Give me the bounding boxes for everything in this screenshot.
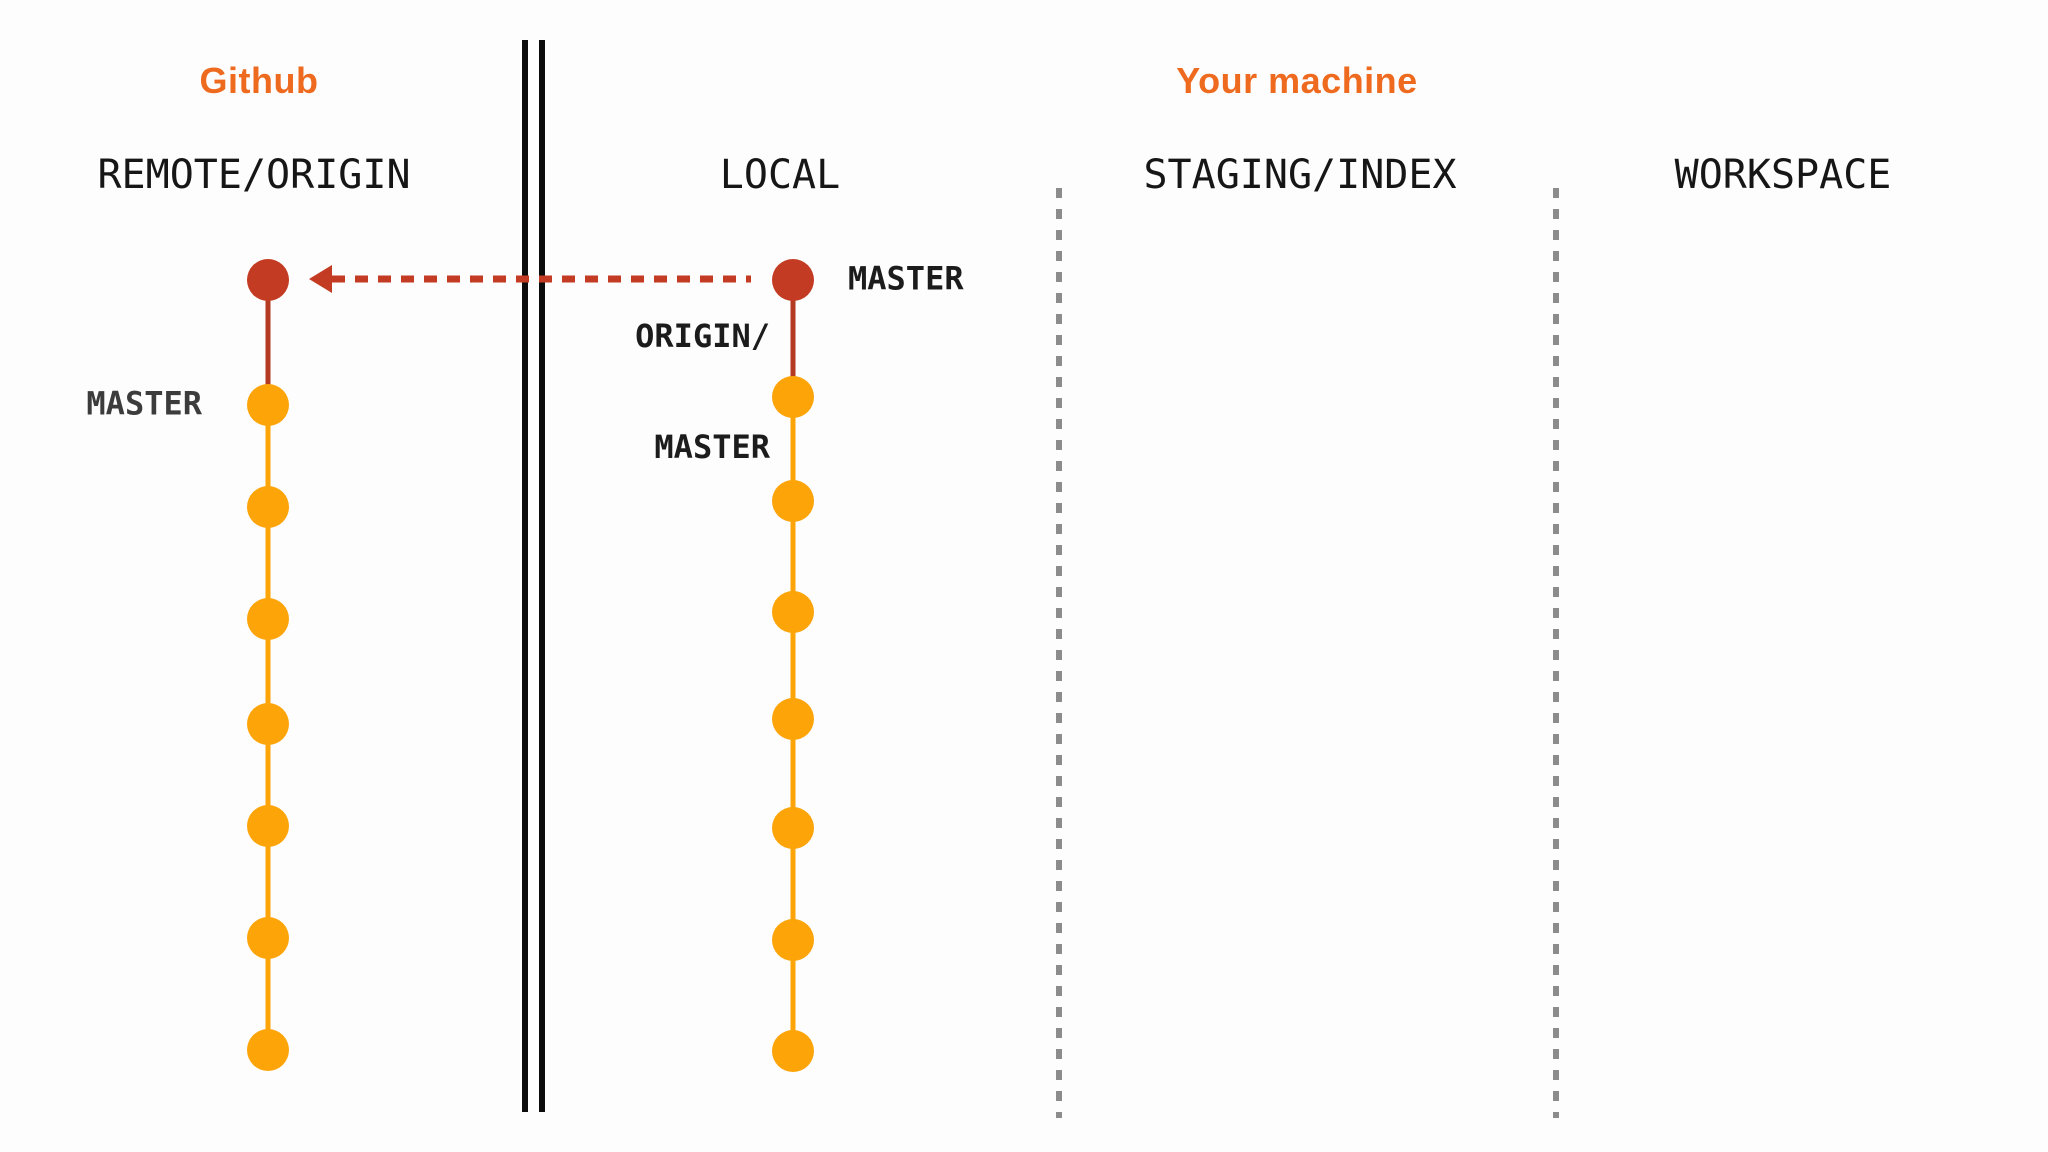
region-label-your-machine: Your machine xyxy=(1176,60,1418,101)
remote-origin-chain-head-link xyxy=(265,280,271,405)
local-master-branch-label: MASTER xyxy=(848,259,964,298)
staging-workspace-dotted-separator xyxy=(1553,188,1559,1118)
origin-master-line1: ORIGIN/ xyxy=(635,317,770,355)
local-chain-commit-dot xyxy=(772,1030,814,1072)
remote-origin-chain-commit-dot xyxy=(247,805,289,847)
remote-origin-chain-commit-dot xyxy=(247,486,289,528)
local-chain-head-link xyxy=(790,280,796,397)
region-label-github: Github xyxy=(199,60,319,101)
local-chain-commit-dot xyxy=(772,480,814,522)
origin-master-line2: MASTER xyxy=(654,428,770,466)
local-staging-dotted-separator xyxy=(1056,188,1062,1118)
local-chain-commit-dot xyxy=(772,376,814,418)
column-header-remote-origin: REMOTE/ORIGIN xyxy=(97,152,411,198)
local-chain-commit-dot xyxy=(772,807,814,849)
remote-origin-chain-commit-dot xyxy=(247,384,289,426)
column-header-staging-index: STAGING/INDEX xyxy=(1143,152,1457,198)
local-chain-commit-dot xyxy=(772,591,814,633)
column-header-workspace: WORKSPACE xyxy=(1674,152,1892,198)
push-arrow-head xyxy=(309,265,332,293)
remote-origin-chain-commit-dot xyxy=(247,917,289,959)
remote-master-branch-label: MASTER xyxy=(86,384,202,423)
remote-origin-chain-commit-dot xyxy=(247,1029,289,1071)
local-chain-commit-dot xyxy=(772,698,814,740)
local-chain-head-commit-dot xyxy=(772,259,814,301)
local-chain-commit-dot xyxy=(772,919,814,961)
column-header-local: LOCAL xyxy=(719,152,841,198)
remote-origin-chain-commit-dot xyxy=(247,598,289,640)
remote-origin-chain-head-commit-dot xyxy=(247,259,289,301)
origin-master-branch-label: ORIGIN/ MASTER xyxy=(635,244,770,540)
github-machine-separator-line-left xyxy=(522,40,528,1112)
remote-origin-chain-commit-dot xyxy=(247,703,289,745)
github-machine-separator-line-right xyxy=(539,40,545,1112)
push-arrow xyxy=(309,265,751,293)
